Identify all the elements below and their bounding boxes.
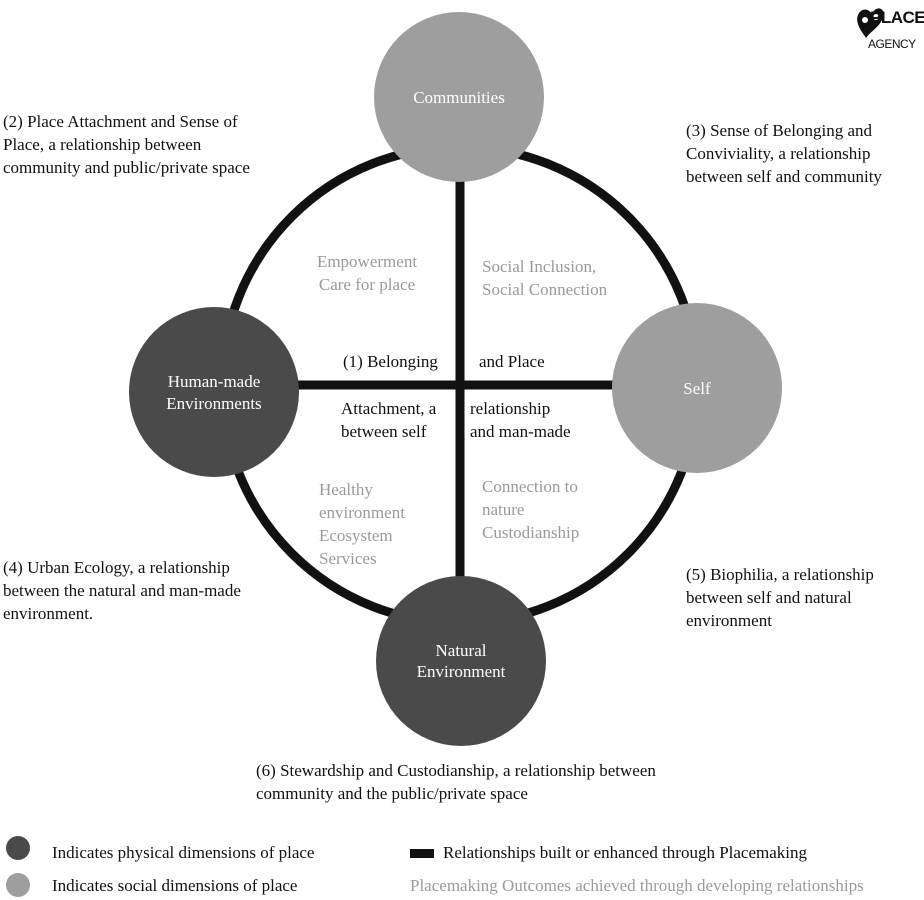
relationship-1-part-b: and Place [479, 352, 545, 371]
relationship-4: (4) Urban Ecology, a relationship betwee… [3, 558, 241, 623]
relationship-1-part-a: (1) Belonging [343, 352, 438, 371]
outcome-bottom-right: Connection to nature Custodianship [482, 477, 580, 542]
node-human-made [129, 307, 299, 477]
node-communities-label: Communities [413, 88, 505, 107]
legend-social-label: Indicates social dimensions of place [52, 876, 298, 895]
node-natural-label-2: Environment [417, 662, 506, 681]
center-text-mask-top [336, 348, 454, 374]
node-communities [374, 12, 544, 182]
relationship-1-part-c: Attachment, a between self [341, 399, 437, 441]
relationship-6: (6) Stewardship and Custodianship, a rel… [256, 761, 656, 803]
node-self [612, 303, 782, 473]
legend-outcome-label: Placemaking Outcomes achieved through de… [410, 876, 864, 895]
node-human-made-label-1: Human-made [168, 372, 261, 391]
center-text-mask-bottom-left [336, 396, 454, 442]
legend-physical-label: Indicates physical dimensions of place [52, 843, 315, 862]
relationship-2: (2) Place Attachment and Sense of Place,… [3, 112, 250, 177]
outcome-top-left: Empowerment Care for place [316, 252, 418, 294]
relationship-3: (3) Sense of Belonging and Conviviality,… [686, 121, 882, 186]
node-natural [376, 576, 546, 746]
relationship-5: (5) Biophilia, a relationship between se… [686, 565, 874, 630]
node-human-made-label-2: Environments [166, 394, 261, 413]
logo-subtext: AGENCY [868, 37, 916, 51]
outcome-bottom-left: Healthy environment Ecosystem Services [319, 480, 405, 568]
legend-physical-dot-icon [6, 836, 30, 860]
place-agency-logo-icon [857, 8, 884, 38]
outcome-top-right: Social Inclusion, Social Connection [482, 257, 608, 299]
relationship-1-part-d: relationship and man-made [470, 399, 571, 441]
legend-social-dot-icon [6, 873, 30, 897]
node-natural-label-1: Natural [436, 641, 487, 660]
center-text-mask-bottom-right [468, 396, 588, 442]
logo-text: PLACE [870, 8, 924, 27]
legend-relationship-label: Relationships built or enhanced through … [443, 843, 808, 862]
legend-relationship-bar-icon [410, 849, 434, 858]
center-text-mask-top-right [468, 348, 556, 374]
node-self-label: Self [683, 379, 711, 398]
